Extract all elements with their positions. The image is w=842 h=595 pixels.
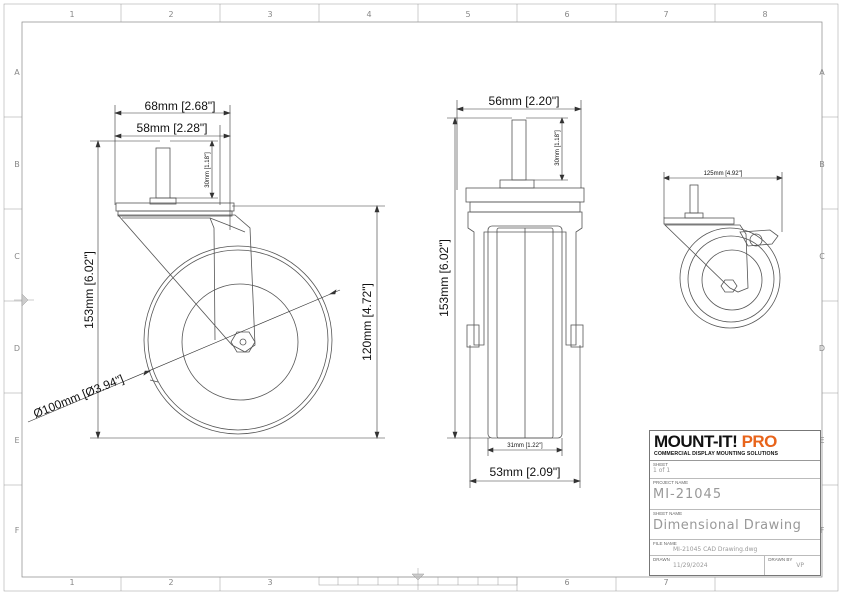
side-dim-58 (114, 125, 231, 205)
zone-row-d-left: D (14, 344, 20, 353)
side-view-wheel (143, 245, 333, 435)
front-view-wheel (487, 225, 563, 439)
zone-col-8-top: 8 (762, 10, 767, 19)
sheet-name-value: Dimensional Drawing (653, 518, 802, 533)
project-value: MI-21045 (653, 487, 723, 502)
side-dim-30 (170, 140, 218, 199)
drawn-by-cell: DRAWN BY VP (764, 556, 820, 575)
side-view: 68mm [2.68"] 58mm [2.28"] 30mm [1.18"] 1… (27, 99, 385, 439)
front-dim-31 (487, 438, 563, 456)
side-dim-30-label: 30mm [1.18"] (205, 152, 211, 188)
front-dim-30-label: 30mm [1.18"] (555, 130, 561, 166)
front-dim-30 (526, 117, 568, 181)
sheet-row: SHEET 1 of 1 (650, 461, 820, 479)
zone-row-f-left: F (15, 526, 20, 535)
side-dim-120 (232, 205, 385, 439)
zone-col-3-bottom: 3 (267, 578, 272, 587)
side-dim-153 (90, 140, 240, 439)
side-dim-120-label: 120mm [4.72"] (360, 283, 374, 361)
front-dim-153-label: 153mm [6.02"] (437, 239, 451, 317)
logo-main-text: MOUNT-IT! (654, 432, 738, 451)
zone-col-4-top: 4 (366, 10, 371, 19)
drawn-value: 11/29/2024 (673, 562, 708, 569)
zone-col-7-top: 7 (663, 10, 668, 19)
logo-accent-text: PRO (741, 432, 778, 451)
side-dim-diameter (27, 289, 341, 423)
zone-col-3-top: 3 (267, 10, 272, 19)
drawn-by-label: DRAWN BY (768, 557, 793, 562)
zone-row-d-right: D (819, 344, 825, 353)
zone-col-1-top: 1 (69, 10, 74, 19)
side-dim-58-label: 58mm [2.28"] (137, 121, 208, 135)
front-dim-53-label: 53mm [2.09"] (490, 465, 561, 479)
side-dim-68 (114, 105, 231, 230)
centering-mark-bottom (411, 568, 425, 590)
front-view: 56mm [2.20"] 30mm [1.18"] 153mm [6.02"] … (437, 94, 585, 488)
front-dim-53 (469, 345, 581, 488)
drawn-row: DRAWN 11/29/2024 DRAWN BY VP (650, 556, 820, 575)
title-block: MOUNT-IT! PRO COMMERCIAL DISPLAY MOUNTIN… (649, 430, 821, 576)
sheet-value: 1 of 1 (653, 467, 671, 474)
iso-dim-125-label: 125mm [4.92"] (704, 171, 743, 177)
zone-row-ticks (4, 116, 838, 486)
front-dim-56 (456, 100, 582, 190)
zone-row-c-left: C (14, 252, 20, 261)
logo-tagline: COMMERCIAL DISPLAY MOUNTING SOLUTIONS (654, 451, 779, 457)
project-row: PROJECT NAME MI-21045 (650, 479, 820, 510)
drawn-by-value: VP (796, 562, 805, 569)
zone-col-1-bottom: 1 (69, 578, 74, 587)
zone-col-7-bottom: 7 (663, 578, 668, 587)
file-value: MI-21045 CAD Drawing.dwg (673, 546, 758, 553)
file-label: FILE NAME (653, 541, 677, 546)
zone-row-a-right: A (819, 68, 825, 77)
zone-row-e-right: E (819, 436, 824, 445)
front-view-fork (466, 211, 584, 348)
zone-col-2-bottom: 2 (168, 578, 173, 587)
side-dim-153-label: 153mm [6.02"] (82, 251, 96, 329)
centering-mark-left (14, 293, 34, 307)
side-view-fork (117, 214, 256, 353)
zone-row-c-right: C (819, 252, 825, 261)
iso-dim-125 (663, 172, 783, 232)
zone-col-6-top: 6 (564, 10, 569, 19)
drawn-cell: DRAWN 11/29/2024 (650, 556, 764, 575)
zone-col-5-top: 5 (465, 10, 470, 19)
zone-row-f-right: F (820, 526, 825, 535)
project-label: PROJECT NAME (653, 480, 689, 485)
front-dim-153 (447, 117, 512, 439)
front-dim-56-label: 56mm [2.20"] (489, 94, 560, 108)
side-view-plate (115, 147, 235, 217)
zone-row-b-left: B (14, 160, 20, 169)
zone-row-a-left: A (14, 68, 20, 77)
scale-ruler (318, 576, 518, 586)
zone-column-ticks (120, 4, 716, 591)
company-logo: MOUNT-IT! PRO COMMERCIAL DISPLAY MOUNTIN… (650, 431, 820, 461)
side-dim-diameter-label: Ø100mm [Ø3.94"] (31, 372, 126, 421)
zone-col-2-top: 2 (168, 10, 173, 19)
zone-row-b-right: B (819, 160, 825, 169)
front-dim-31-label: 31mm [1.22"] (507, 443, 543, 449)
file-row: FILE NAME MI-21045 CAD Drawing.dwg (650, 540, 820, 556)
drawn-label: DRAWN (653, 557, 670, 562)
side-dim-68-label: 68mm [2.68"] (145, 99, 216, 113)
sheet-name-row: SHEET NAME Dimensional Drawing (650, 510, 820, 540)
logo-wordmark: MOUNT-IT! PRO (654, 432, 816, 451)
zone-row-e-left: E (14, 436, 19, 445)
front-view-plate (465, 119, 585, 213)
sheet-name-label: SHEET NAME (653, 511, 683, 516)
zone-col-6-bottom: 6 (564, 578, 569, 587)
outer-frame (3, 3, 839, 592)
sheet-label: SHEET (653, 462, 669, 467)
iso-view: 125mm [4.92"] (663, 171, 783, 329)
